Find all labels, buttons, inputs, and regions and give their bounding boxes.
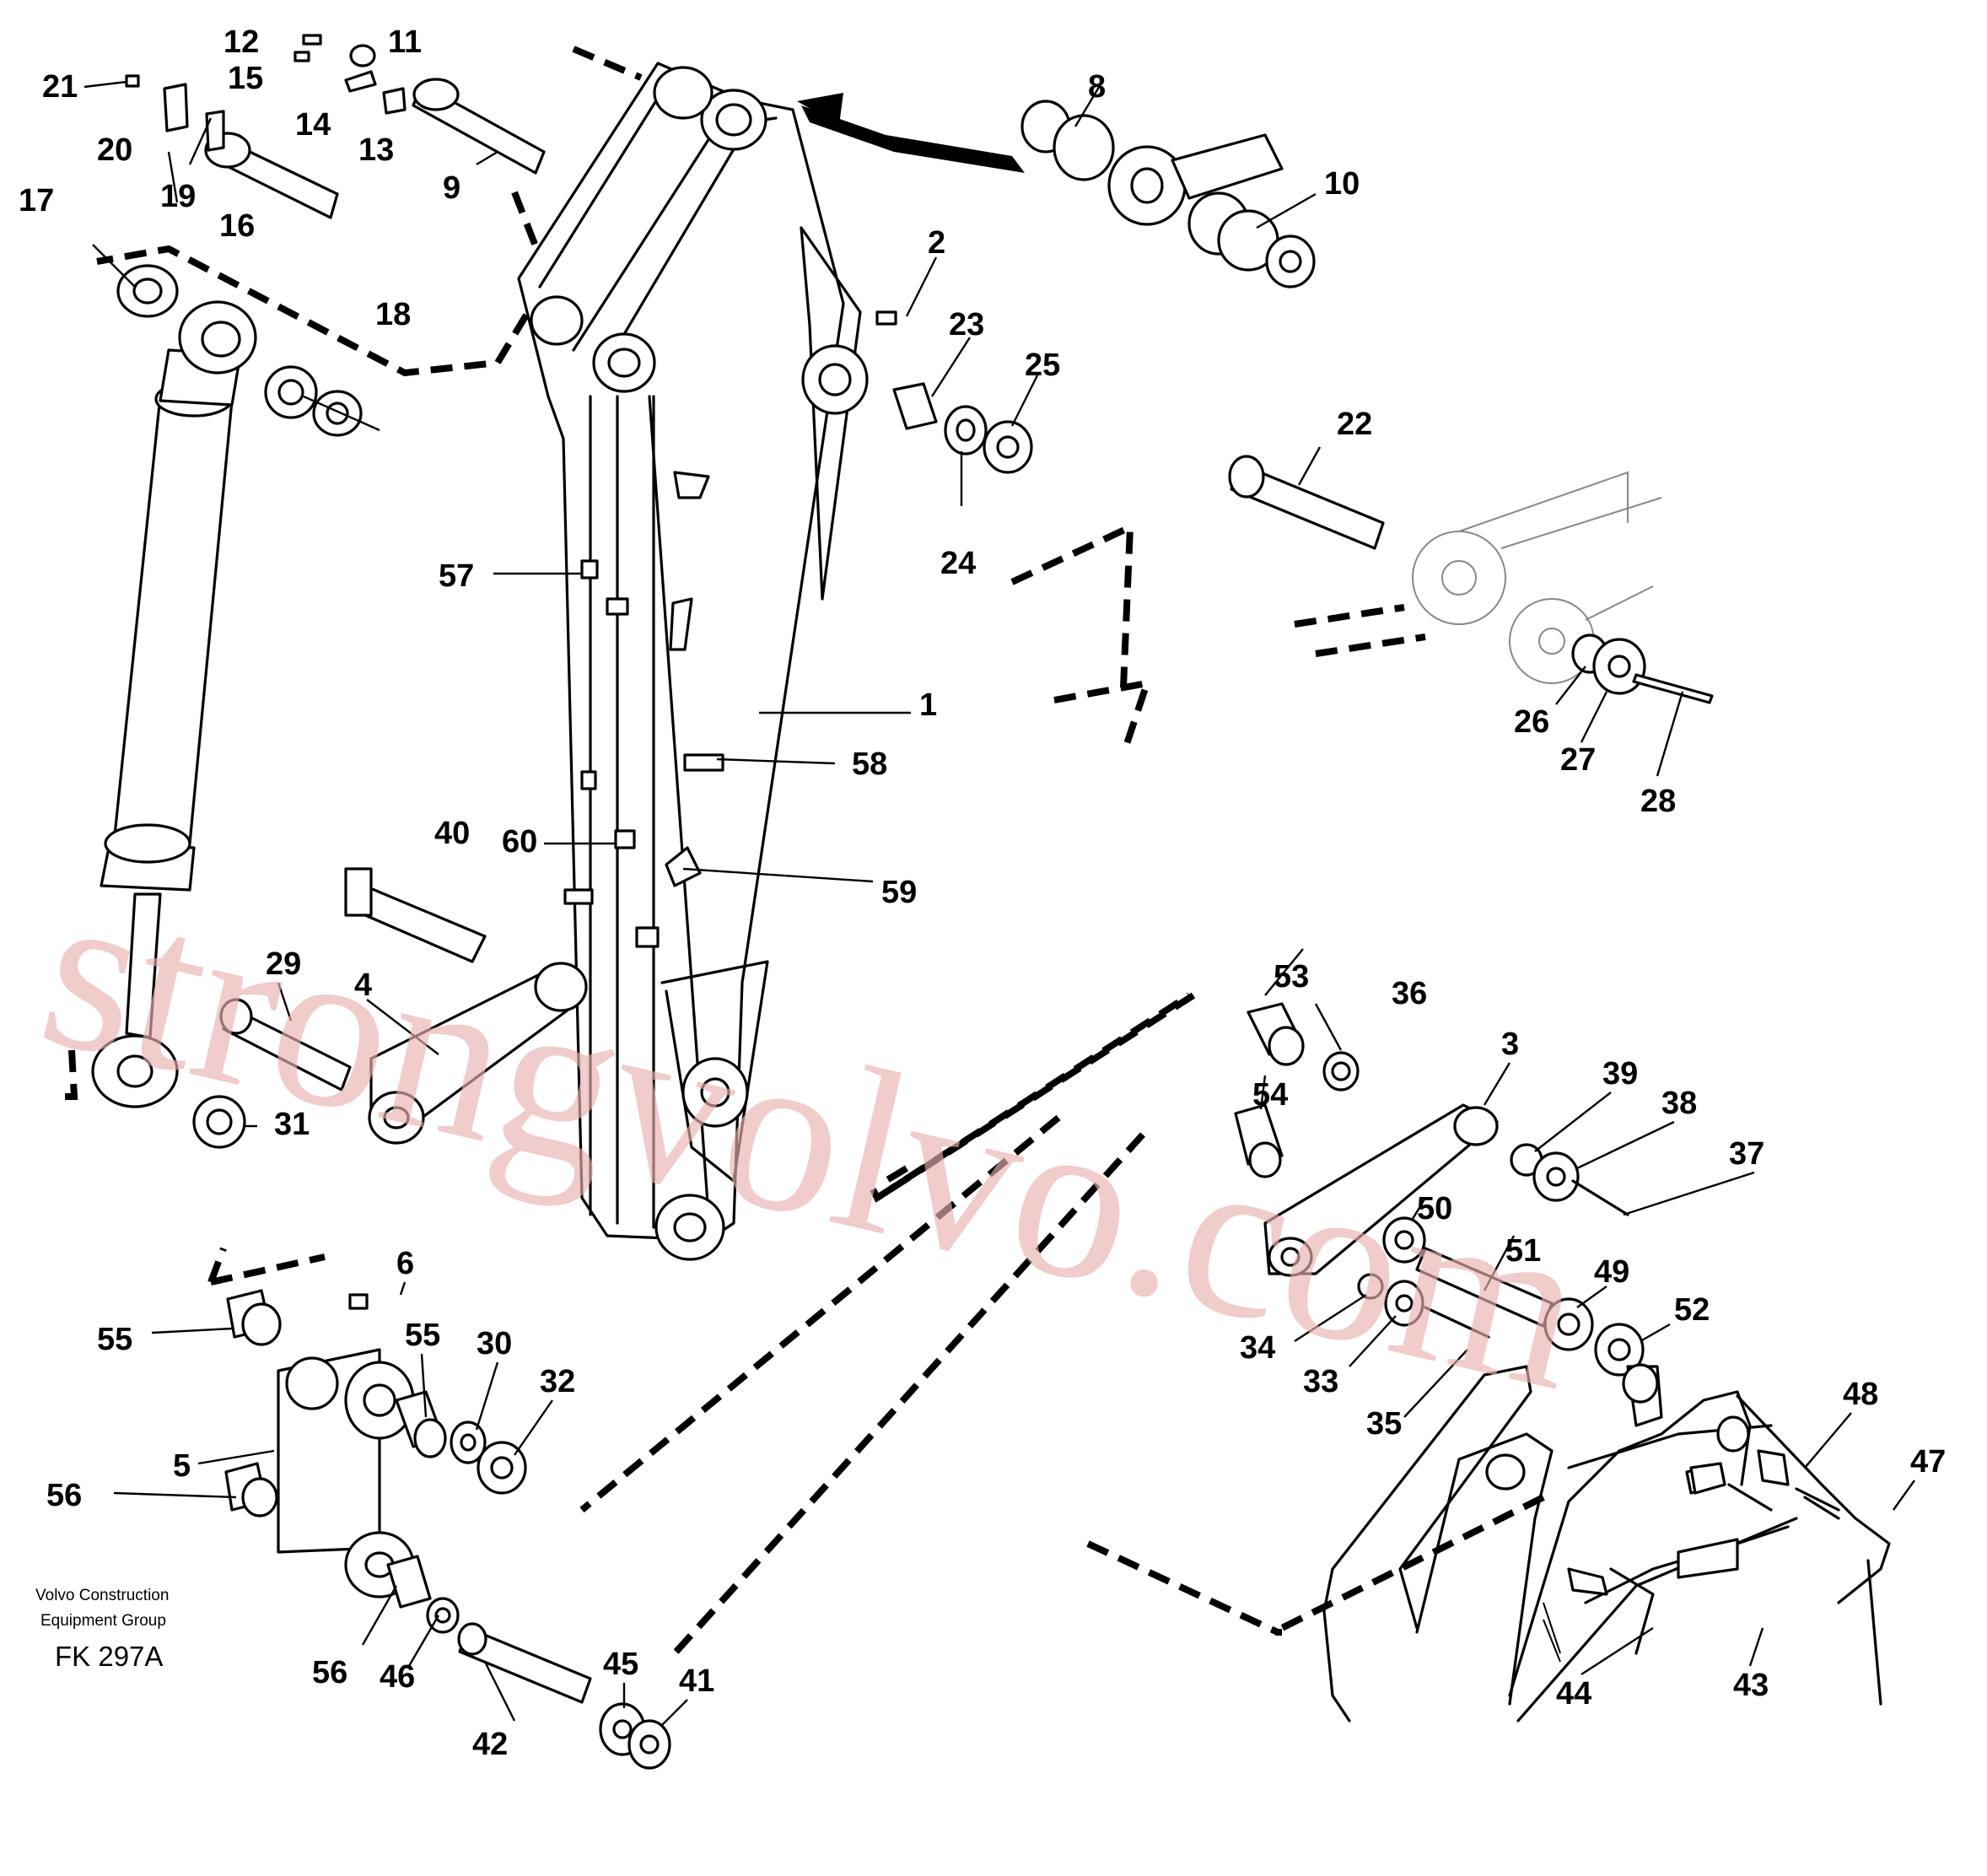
callout-45: 45	[603, 1647, 638, 1682]
callout-5: 5	[173, 1448, 191, 1484]
credit-line-1: Volvo Construction	[35, 1587, 169, 1604]
callout-27: 27	[1560, 742, 1596, 778]
drawing-code: FK 297A	[55, 1641, 163, 1672]
callout-17: 17	[19, 183, 54, 218]
top-parts	[116, 34, 1316, 474]
dipper-arm	[517, 62, 869, 1261]
callout-9: 9	[443, 170, 460, 206]
callout-26: 26	[1514, 704, 1549, 740]
callout-31: 31	[274, 1107, 310, 1142]
callout-49: 49	[1594, 1254, 1629, 1290]
callout-47: 47	[1910, 1444, 1946, 1480]
callout-52: 52	[1674, 1292, 1710, 1328]
leader-lines-lower	[113, 948, 1915, 1726]
callout-37: 37	[1729, 1136, 1764, 1172]
callout-22: 22	[1337, 407, 1372, 442]
callout-44: 44	[1556, 1676, 1591, 1712]
callout-24: 24	[940, 546, 976, 581]
lever-parts	[224, 1289, 671, 1770]
callout-55-a: 55	[97, 1322, 132, 1357]
callout-21: 21	[42, 69, 78, 105]
callout-13: 13	[358, 132, 394, 168]
callout-32: 32	[540, 1364, 575, 1399]
callout-2: 2	[928, 225, 945, 261]
callout-35: 35	[1366, 1406, 1402, 1442]
callout-38: 38	[1661, 1086, 1697, 1121]
callout-54: 54	[1252, 1077, 1288, 1113]
callout-55-b: 55	[405, 1318, 440, 1353]
callout-56-a: 56	[46, 1478, 82, 1513]
callout-30: 30	[477, 1326, 512, 1361]
callout-18: 18	[375, 297, 411, 332]
callout-15: 15	[228, 61, 263, 96]
callout-19: 19	[160, 179, 196, 214]
callout-11: 11	[388, 24, 422, 60]
callout-58: 58	[852, 747, 887, 782]
callout-59: 59	[881, 875, 917, 910]
callout-14: 14	[295, 107, 331, 143]
callout-12: 12	[223, 24, 259, 60]
watermark: strongvolvo.com	[22, 837, 1605, 1439]
callout-57: 57	[439, 558, 474, 594]
callout-34: 34	[1240, 1330, 1275, 1366]
leader-lines	[83, 80, 1684, 883]
callout-10: 10	[1324, 166, 1360, 202]
callout-60: 60	[502, 824, 537, 860]
boom-mount-parts	[1228, 455, 1714, 704]
callout-56-b: 56	[312, 1655, 347, 1690]
callout-6: 6	[396, 1246, 414, 1281]
callout-39: 39	[1602, 1056, 1638, 1092]
callout-4: 4	[354, 968, 372, 1003]
callout-23: 23	[949, 307, 984, 342]
callout-48: 48	[1843, 1377, 1878, 1412]
callout-28: 28	[1640, 784, 1676, 819]
callout-40: 40	[434, 816, 470, 851]
callout-41: 41	[679, 1663, 714, 1699]
credit-block: Volvo Construction Equipment Group FK 29…	[35, 1587, 169, 1672]
callout-29: 29	[266, 946, 301, 982]
callout-20: 20	[97, 132, 132, 168]
callout-1: 1	[919, 687, 937, 723]
callout-25: 25	[1025, 348, 1060, 383]
bucket-cylinder	[91, 300, 257, 1108]
callout-43: 43	[1733, 1668, 1769, 1703]
callout-42: 42	[472, 1727, 508, 1762]
callout-3: 3	[1501, 1027, 1519, 1062]
callout-50: 50	[1417, 1191, 1452, 1226]
bucket	[1322, 1363, 1891, 1722]
callout-36: 36	[1392, 976, 1427, 1011]
credit-line-2: Equipment Group	[40, 1612, 166, 1630]
callout-8: 8	[1088, 69, 1106, 105]
callout-16: 16	[219, 208, 255, 244]
callout-labels: 1 2 3 4 5 6 8 9 10 11 12 13 14 15 16 17 …	[19, 24, 1946, 1762]
link-parts	[192, 867, 1645, 1377]
callout-33: 33	[1303, 1364, 1338, 1399]
